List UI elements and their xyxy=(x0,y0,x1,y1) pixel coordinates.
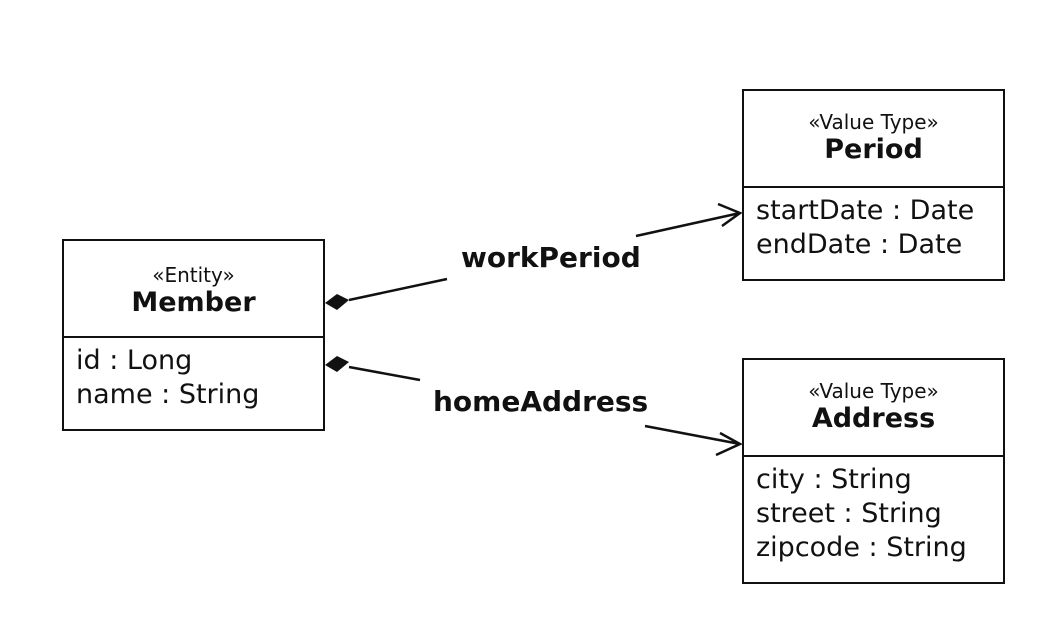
member-stereotype: «Entity» xyxy=(152,263,235,287)
period-attributes: startDate : Date endDate : Date xyxy=(744,188,1003,262)
period-attribute-start-date: startDate : Date xyxy=(756,195,975,226)
address-attribute-street: street : String xyxy=(756,498,942,529)
home-address-line-end xyxy=(644,424,741,446)
member-class-name: Member xyxy=(131,287,256,318)
period-class-box: «Value Type» Period startDate : Date end… xyxy=(742,89,1005,281)
period-class-name: Period xyxy=(824,134,923,165)
member-attribute-id: id : Long xyxy=(76,345,193,376)
address-attribute-city: city : String xyxy=(756,464,912,495)
address-attributes: city : String street : String zipcode : … xyxy=(744,457,1003,565)
period-class-header: «Value Type» Period xyxy=(744,91,1003,188)
address-class-box: «Value Type» Address city : String stree… xyxy=(742,358,1005,584)
work-period-label: workPeriod xyxy=(461,241,641,274)
work-period-line-start xyxy=(348,277,448,302)
home-address-line-start xyxy=(348,365,421,382)
member-class-box: «Entity» Member id : Long name : String xyxy=(62,239,325,431)
home-address-label: homeAddress xyxy=(433,385,649,418)
address-attribute-zipcode: zipcode : String xyxy=(756,532,967,563)
work-period-composition-diamond xyxy=(325,294,349,310)
work-period-arrowhead xyxy=(717,202,743,228)
period-stereotype: «Value Type» xyxy=(808,110,939,134)
home-address-composition-diamond xyxy=(325,356,349,372)
address-class-header: «Value Type» Address xyxy=(744,360,1003,457)
period-attribute-end-date: endDate : Date xyxy=(756,229,963,260)
address-class-name: Address xyxy=(811,403,936,434)
work-period-line-end xyxy=(635,211,741,238)
member-attribute-name: name : String xyxy=(76,379,260,410)
member-attributes: id : Long name : String xyxy=(64,338,323,412)
address-stereotype: «Value Type» xyxy=(808,379,939,403)
member-class-header: «Entity» Member xyxy=(64,241,323,338)
home-address-arrowhead xyxy=(715,431,743,457)
